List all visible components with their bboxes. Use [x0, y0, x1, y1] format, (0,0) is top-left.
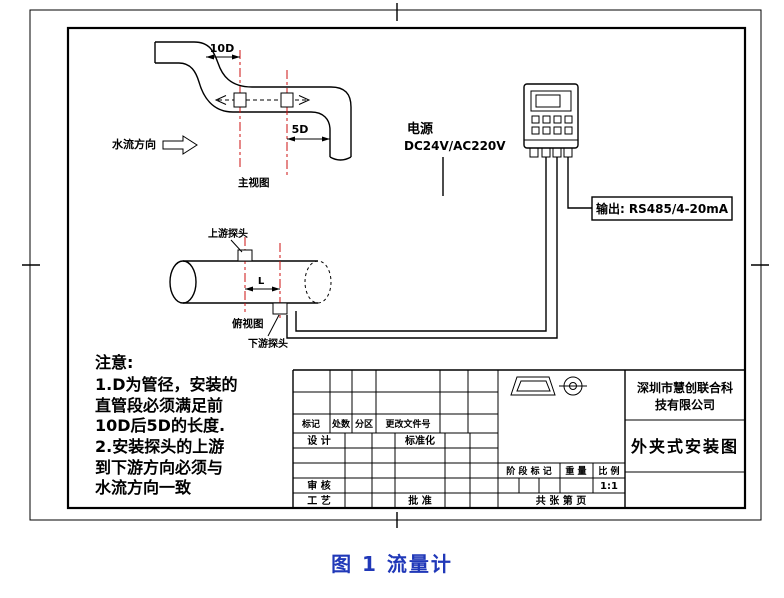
plan-view-label: 俯视图	[232, 317, 264, 330]
flow-direction-arrow-icon	[162, 135, 198, 155]
tb-zone: 分区	[355, 418, 373, 430]
converter-display	[530, 90, 572, 112]
notes-line: 2.安装探头的上游	[95, 437, 224, 456]
power-label: 电源	[407, 121, 433, 137]
tb-mark: 标记	[301, 418, 320, 430]
leader-upstream	[230, 239, 243, 253]
key-icon	[542, 126, 551, 135]
pipe-inner-wall	[155, 62, 331, 157]
dim-text-5d: 5D	[292, 123, 309, 136]
key-icon	[531, 115, 540, 124]
wiring	[286, 157, 592, 339]
title-block: 标记 处数 分区 更改文件号 设 计 标准化 审 核 工 艺 批 准 阶 段 标…	[292, 369, 745, 508]
notes: 注意: 1.D为管径，安装的 直管段必须满足前 10D后5D的长度. 2.安装探…	[95, 353, 238, 497]
tb-stage-mark: 阶 段 标 记	[506, 465, 551, 477]
notes-line: 到下游方向必须与	[95, 458, 223, 477]
key-icon	[531, 126, 540, 135]
tb-drawing-title: 外夹式安装图	[630, 437, 739, 456]
cyl-end-right	[304, 260, 332, 304]
probe-cable-2	[286, 157, 558, 339]
pipe-outer-wall	[155, 41, 352, 157]
tb-standardization: 标准化	[404, 434, 435, 447]
figure-caption: 图 1 流量计	[331, 552, 453, 576]
dim-arrow	[245, 286, 253, 292]
downstream-probe	[272, 302, 288, 315]
tb-approve: 批 准	[408, 494, 431, 507]
tb-process: 工 艺	[307, 494, 330, 507]
dim-arrow	[206, 54, 214, 60]
symbol-trapezoid	[510, 376, 556, 396]
dim-text-l: L	[258, 276, 265, 287]
flow-direction-label: 水流方向	[112, 137, 156, 151]
key-icon	[564, 126, 573, 135]
key-icon	[542, 115, 551, 124]
key-icon	[564, 115, 573, 124]
converter-display-inner	[535, 94, 561, 108]
terminal	[529, 147, 539, 158]
front-view-label: 主视图	[238, 176, 270, 189]
converter-terminals	[529, 147, 573, 158]
upstream-probe	[237, 249, 253, 262]
tb-company-line2: 技有限公司	[655, 397, 715, 412]
tb-count: 处数	[331, 418, 351, 430]
tb-change-file-no: 更改文件号	[385, 418, 430, 430]
tb-design: 设 计	[307, 434, 330, 447]
dim-arrow	[272, 286, 280, 292]
notes-line: 水流方向一致	[95, 478, 192, 497]
dim-text-10d: 10D	[210, 42, 234, 55]
upstream-probe-label: 上游探头	[208, 227, 248, 240]
notes-line: 1.D为管径，安装的	[95, 375, 238, 394]
output-wire	[567, 157, 592, 209]
converter-body	[523, 83, 579, 149]
output-label: 输出: RS485/4-20mA	[596, 201, 729, 216]
terminal	[563, 147, 573, 158]
key-icon	[553, 126, 562, 135]
tb-check: 审 核	[307, 479, 330, 492]
dim-arrow	[232, 54, 240, 60]
converter-device: 电源 DC24V/AC220V 输出: RS485/4-20mA	[404, 83, 733, 221]
dim-arrow	[322, 136, 330, 142]
notes-heading: 注意:	[95, 353, 133, 372]
transducer-front-upstream	[233, 92, 247, 108]
tb-scale: 比 例	[598, 465, 619, 477]
front-view: 10D 5D 水流方向 主视图	[112, 41, 352, 189]
pipe-end-cap-bottom	[329, 156, 352, 161]
power-value: DC24V/AC220V	[404, 139, 506, 153]
notes-line: 直管段必须满足前	[95, 396, 223, 415]
signal-arrow-right	[298, 95, 311, 105]
projection-symbol-icon	[510, 376, 587, 396]
tb-weight: 重 量	[565, 465, 586, 477]
dim-arrow	[287, 136, 295, 142]
downstream-probe-label: 下游探头	[248, 337, 288, 350]
inner-border	[66, 26, 747, 510]
plan-view: L 上游探头 下游探头 俯视图	[169, 227, 332, 350]
terminal	[541, 147, 551, 158]
tb-scale-value: 1:1	[600, 481, 618, 492]
cyl-end-left	[169, 260, 197, 304]
leader-downstream	[267, 314, 280, 337]
sheet-borders	[22, 3, 769, 528]
probe-cable-1	[295, 157, 547, 332]
signal-arrow-left	[214, 95, 227, 105]
key-icon	[553, 115, 562, 124]
tb-sheet-info: 共 张 第 页	[536, 494, 586, 507]
converter-keypad	[531, 115, 573, 135]
symbol-trapezoid-inner	[516, 380, 551, 392]
terminal	[552, 147, 562, 158]
tb-company-line1: 深圳市慧创联合科	[637, 380, 733, 395]
engineering-drawing: 10D 5D 水流方向 主视图 L 上游探头 下游探头 俯视图	[22, 3, 769, 528]
transducer-front-downstream	[280, 92, 294, 108]
notes-line: 10D后5D的长度.	[95, 416, 225, 435]
